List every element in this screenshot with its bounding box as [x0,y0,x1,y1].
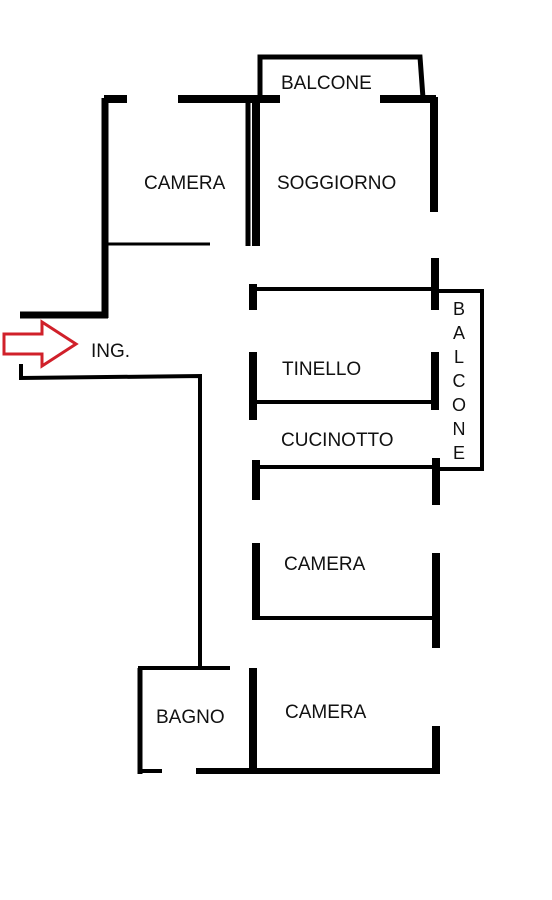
label-balcone-top: BALCONE [281,73,372,94]
label-bagno: BAGNO [156,707,225,728]
balcone-letter: A [453,323,465,343]
balcone-letter: L [454,347,464,367]
wall-balcone-top [257,54,426,99]
label-cucinotto: CUCINOTTO [281,430,394,451]
label-ingresso: ING. [91,341,130,362]
balcone-letter: E [453,443,465,463]
label-soggiorno: SOGGIORNO [277,173,396,194]
balcone-letter: B [453,299,465,319]
balcone-letter: C [453,371,466,391]
wall-balcone-side [436,289,484,471]
balcone-letter: N [453,419,466,439]
label-camera-nw: CAMERA [144,173,226,194]
label-camera-mid: CAMERA [284,554,366,575]
walls [19,54,484,774]
entrance-arrow-icon [2,319,79,369]
balcone-letter: O [452,395,466,415]
label-balcone-side: B A L C O N E [452,299,466,463]
label-tinello: TINELLO [282,359,361,380]
label-camera-south: CAMERA [285,702,367,723]
